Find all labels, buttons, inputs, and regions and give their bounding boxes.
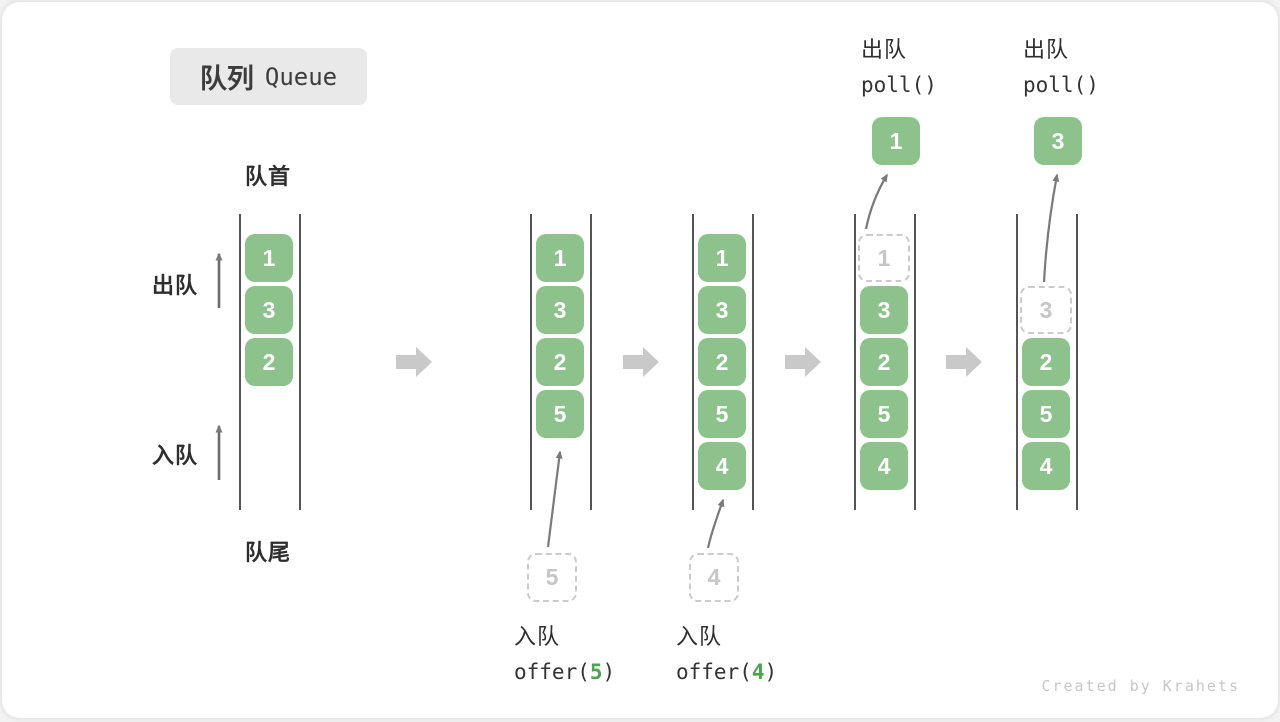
queue-head-label: 队首 <box>245 164 292 189</box>
queue-cell: 5 <box>698 390 746 438</box>
next-state-arrow-icon <box>623 347 659 377</box>
queue-right-rail <box>590 214 592 510</box>
dequeue-op-label: 出队 poll() <box>1023 32 1099 97</box>
dequeue-op-code: poll() <box>861 73 937 97</box>
queue-cell: 4 <box>1022 442 1070 490</box>
enqueue-op-code: offer(4) <box>676 660 777 684</box>
enqueue-op-name: 入队 <box>676 624 723 649</box>
queue-cell: 2 <box>1022 338 1070 386</box>
offer-4-arrow-icon <box>706 498 725 549</box>
dequeue-op-name: 出队 <box>1023 37 1070 62</box>
queue-cell: 2 <box>536 338 584 386</box>
enqueue-op-code: offer(5) <box>514 660 615 684</box>
code-prefix: offer( <box>514 660 590 684</box>
code-suffix: ) <box>602 660 616 684</box>
queue-cell: 5 <box>1022 390 1070 438</box>
queue-cell: 5 <box>860 390 908 438</box>
queue-cell: 2 <box>245 338 293 386</box>
queue-right-rail <box>914 214 916 510</box>
poll-3-arrow-icon <box>1042 173 1060 283</box>
queue-cell: 4 <box>698 442 746 490</box>
queue-cell: 3 <box>245 286 293 334</box>
offer-5-arrow-icon <box>546 450 563 548</box>
enqueue-op-name: 入队 <box>514 624 561 649</box>
enqueue-op-label: 入队 offer(5) <box>514 619 615 684</box>
queue-cell: 3 <box>698 286 746 334</box>
queue-cell: 2 <box>698 338 746 386</box>
queue-cell: 1 <box>245 234 293 282</box>
poll-1-arrow-icon <box>864 173 888 230</box>
code-prefix: offer( <box>676 660 752 684</box>
queue-cell: 1 <box>536 234 584 282</box>
next-state-arrow-icon <box>785 347 821 377</box>
queue-right-rail <box>752 214 754 510</box>
queue-left-rail <box>239 214 241 510</box>
queue-cell: 3 <box>536 286 584 334</box>
dequeue-op-name: 出队 <box>861 37 908 62</box>
code-argument: 4 <box>751 660 765 684</box>
queue-cell: 4 <box>860 442 908 490</box>
queue-left-rail <box>1016 214 1018 510</box>
diagram-title-en: Queue <box>264 62 338 91</box>
code-suffix: ) <box>764 660 778 684</box>
queue-right-rail <box>299 214 301 510</box>
polled-result-box: 1 <box>872 117 920 165</box>
polled-result-box: 3 <box>1034 117 1082 165</box>
queue-left-rail <box>530 214 532 510</box>
diagram-title-zh: 队列 <box>199 64 254 94</box>
queue-cell: 1 <box>698 234 746 282</box>
diagram-title-box: 队列 Queue <box>170 48 367 105</box>
queue-cell: 5 <box>536 390 584 438</box>
pending-enqueue-box: 4 <box>689 553 739 602</box>
dequeue-direction-label: 出队 <box>152 273 199 298</box>
dequeue-op-label: 出队 poll() <box>861 32 937 97</box>
queue-cell: 2 <box>860 338 908 386</box>
code-argument: 5 <box>589 660 603 684</box>
watermark-credit: Created by Krahets <box>1041 677 1240 695</box>
queue-left-rail <box>854 214 856 510</box>
enqueue-op-label: 入队 offer(4) <box>676 619 777 684</box>
next-state-arrow-icon <box>396 347 432 377</box>
queue-left-rail <box>692 214 694 510</box>
queue-cell-removed: 3 <box>1020 286 1072 334</box>
dequeue-op-code: poll() <box>1023 73 1099 97</box>
pending-enqueue-box: 5 <box>527 553 577 602</box>
queue-cell: 3 <box>860 286 908 334</box>
enqueue-direction-label: 入队 <box>152 443 199 468</box>
next-state-arrow-icon <box>946 347 982 377</box>
queue-cell-removed: 1 <box>858 234 910 282</box>
queue-tail-label: 队尾 <box>245 540 292 565</box>
queue-right-rail <box>1076 214 1078 510</box>
